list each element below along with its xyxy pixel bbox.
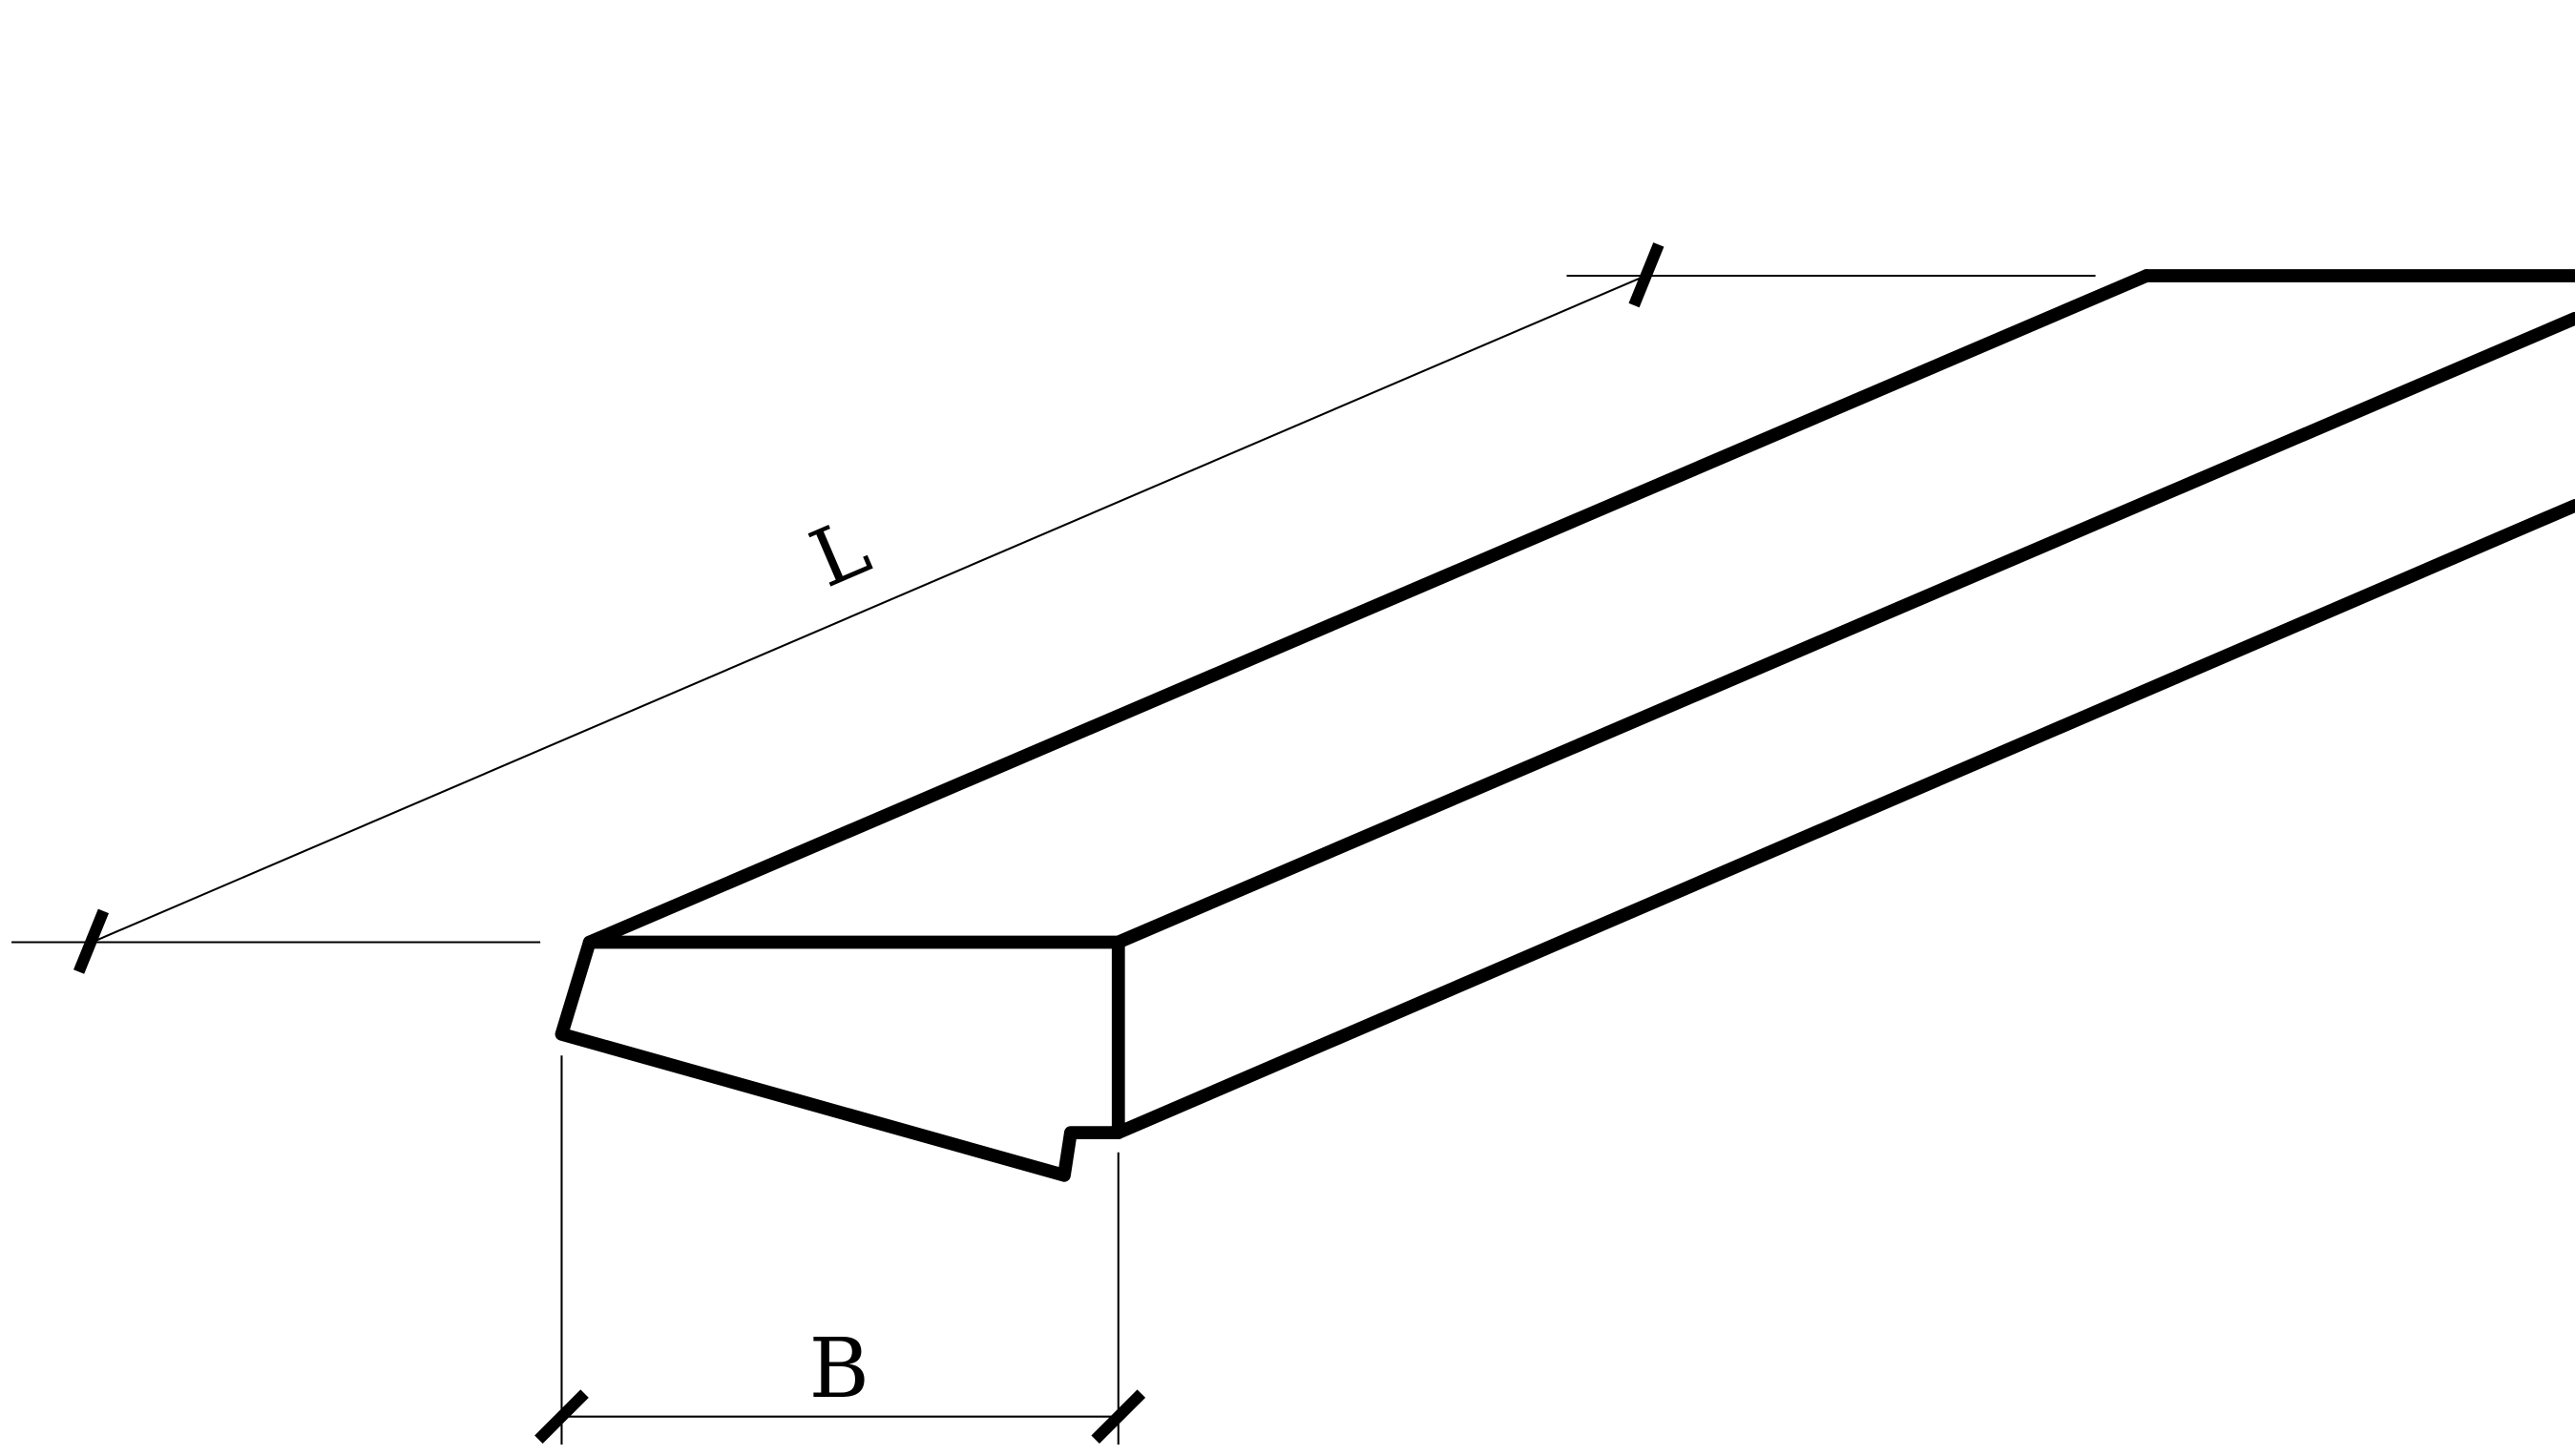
length-label: L [798, 501, 882, 606]
slab-top-left-edge [582, 269, 2153, 949]
length-dimension: L [11, 242, 2096, 974]
slab-bottom-right-edge [1111, 499, 2575, 1139]
width-label: B [809, 1321, 869, 1417]
width-tick-left [534, 1389, 589, 1445]
length-tick-back [1628, 242, 1664, 308]
width-tick-right [1091, 1389, 1146, 1445]
slab-body [555, 269, 2575, 1182]
slab-top-right-edge [1111, 311, 2575, 949]
length-tick-front [73, 908, 109, 974]
length-dimension-line [91, 275, 1646, 944]
width-dimension: B [534, 1055, 1146, 1445]
slab-front-profile [555, 935, 1125, 1182]
